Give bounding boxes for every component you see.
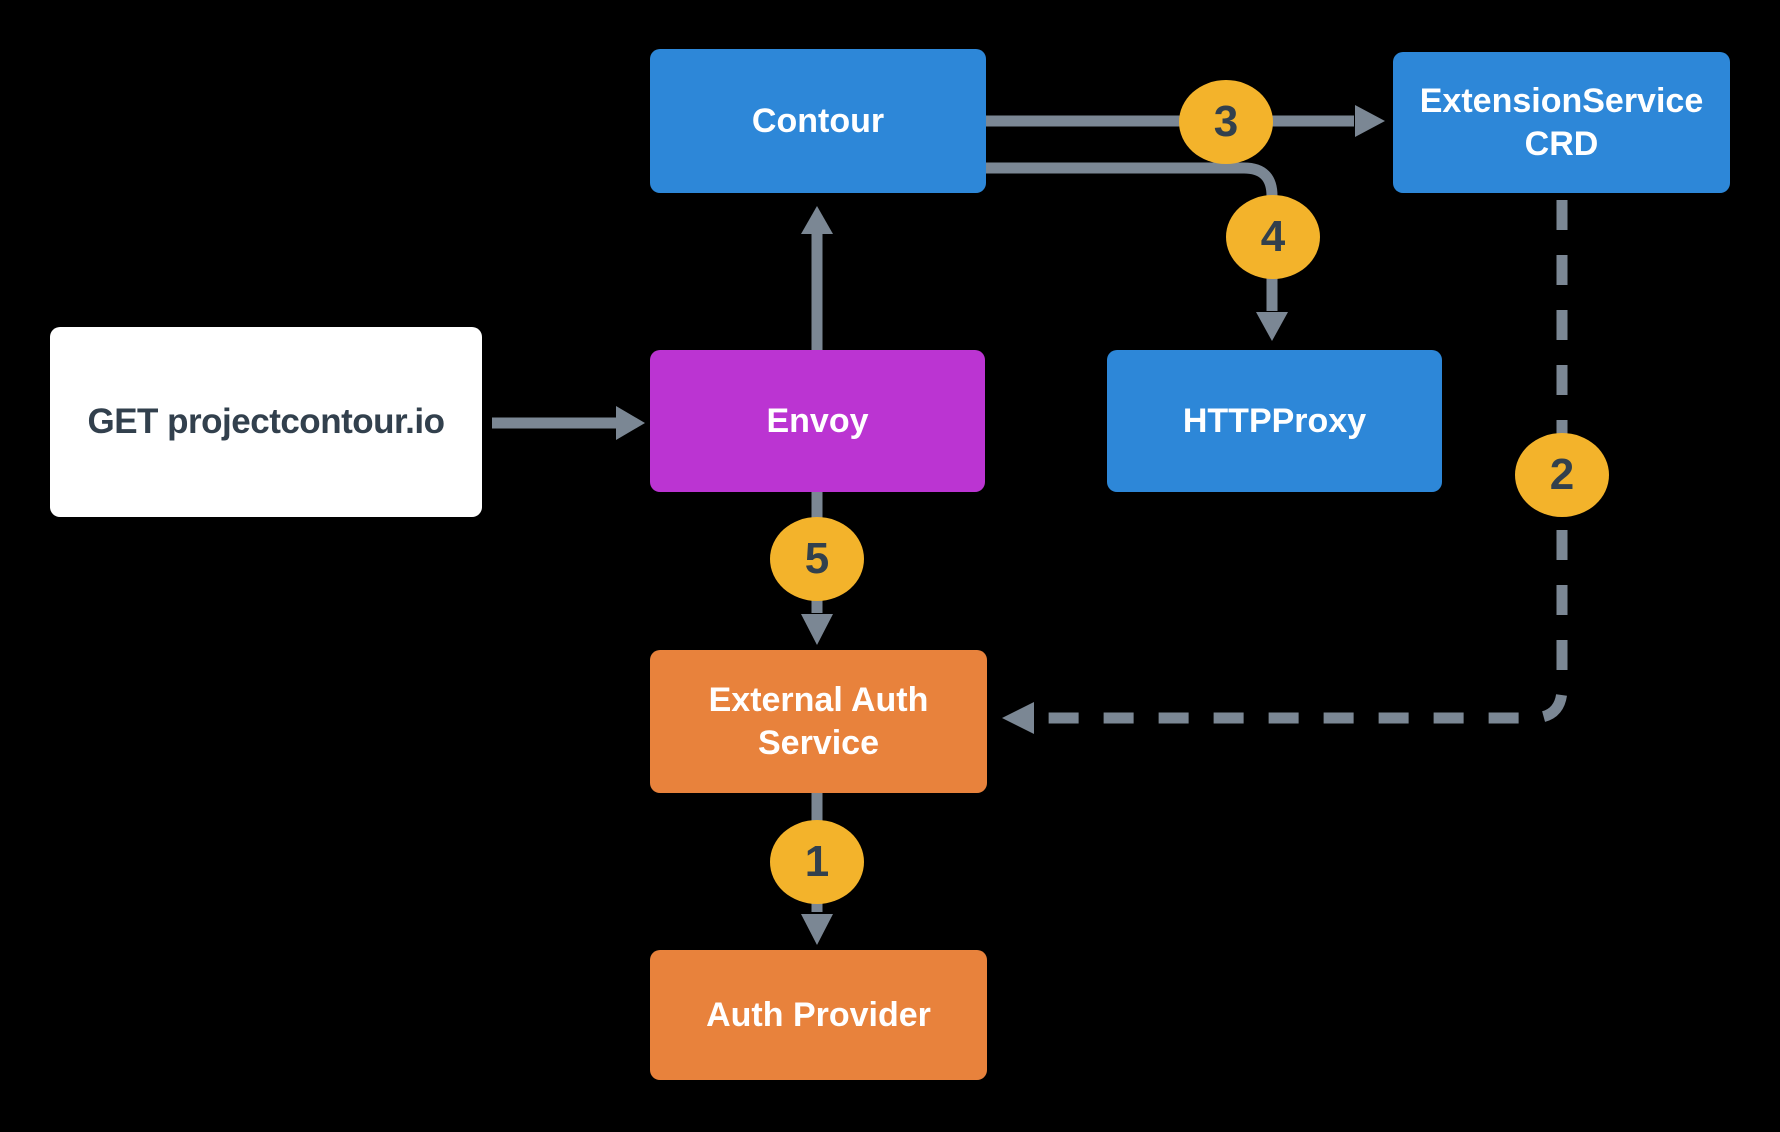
node-extension-service-crd-label: ExtensionService CRD [1419, 82, 1704, 163]
step-badge-4-number: 4 [1260, 212, 1286, 261]
arrow-crd-to-external-auth-dashed [1002, 200, 1568, 734]
step-badge-5-number: 5 [804, 534, 830, 583]
node-external-auth-service: External Auth Service [650, 650, 987, 793]
node-auth-provider-label: Auth Provider [706, 995, 931, 1034]
step-badge-3-number: 3 [1213, 97, 1239, 146]
node-extension-service-crd: ExtensionService CRD [1393, 52, 1730, 193]
step-badge-1-number: 1 [804, 837, 830, 886]
node-get-request-label: GET projectcontour.io [87, 402, 445, 442]
node-contour-label: Contour [751, 101, 885, 140]
node-get-request: GET projectcontour.io [50, 327, 482, 517]
step-badge-1: 1 [770, 820, 864, 904]
node-auth-provider: Auth Provider [650, 950, 987, 1080]
node-contour: Contour [650, 49, 986, 193]
node-httpproxy: HTTPProxy [1107, 350, 1442, 492]
step-badge-2-number: 2 [1549, 450, 1575, 499]
step-badge-2: 2 [1515, 433, 1609, 517]
arrow-envoy-to-contour [801, 206, 833, 350]
arrow-get-to-envoy [492, 406, 645, 440]
node-httpproxy-label: HTTPProxy [1182, 401, 1367, 440]
step-badge-5: 5 [770, 517, 864, 601]
step-badge-3: 3 [1179, 80, 1273, 164]
arrow-contour-to-crd [986, 105, 1385, 137]
node-envoy-label: Envoy [766, 401, 869, 440]
step-badge-4: 4 [1226, 195, 1320, 279]
node-envoy: Envoy [650, 350, 985, 492]
node-external-auth-service-label: External Auth Service [708, 681, 929, 762]
